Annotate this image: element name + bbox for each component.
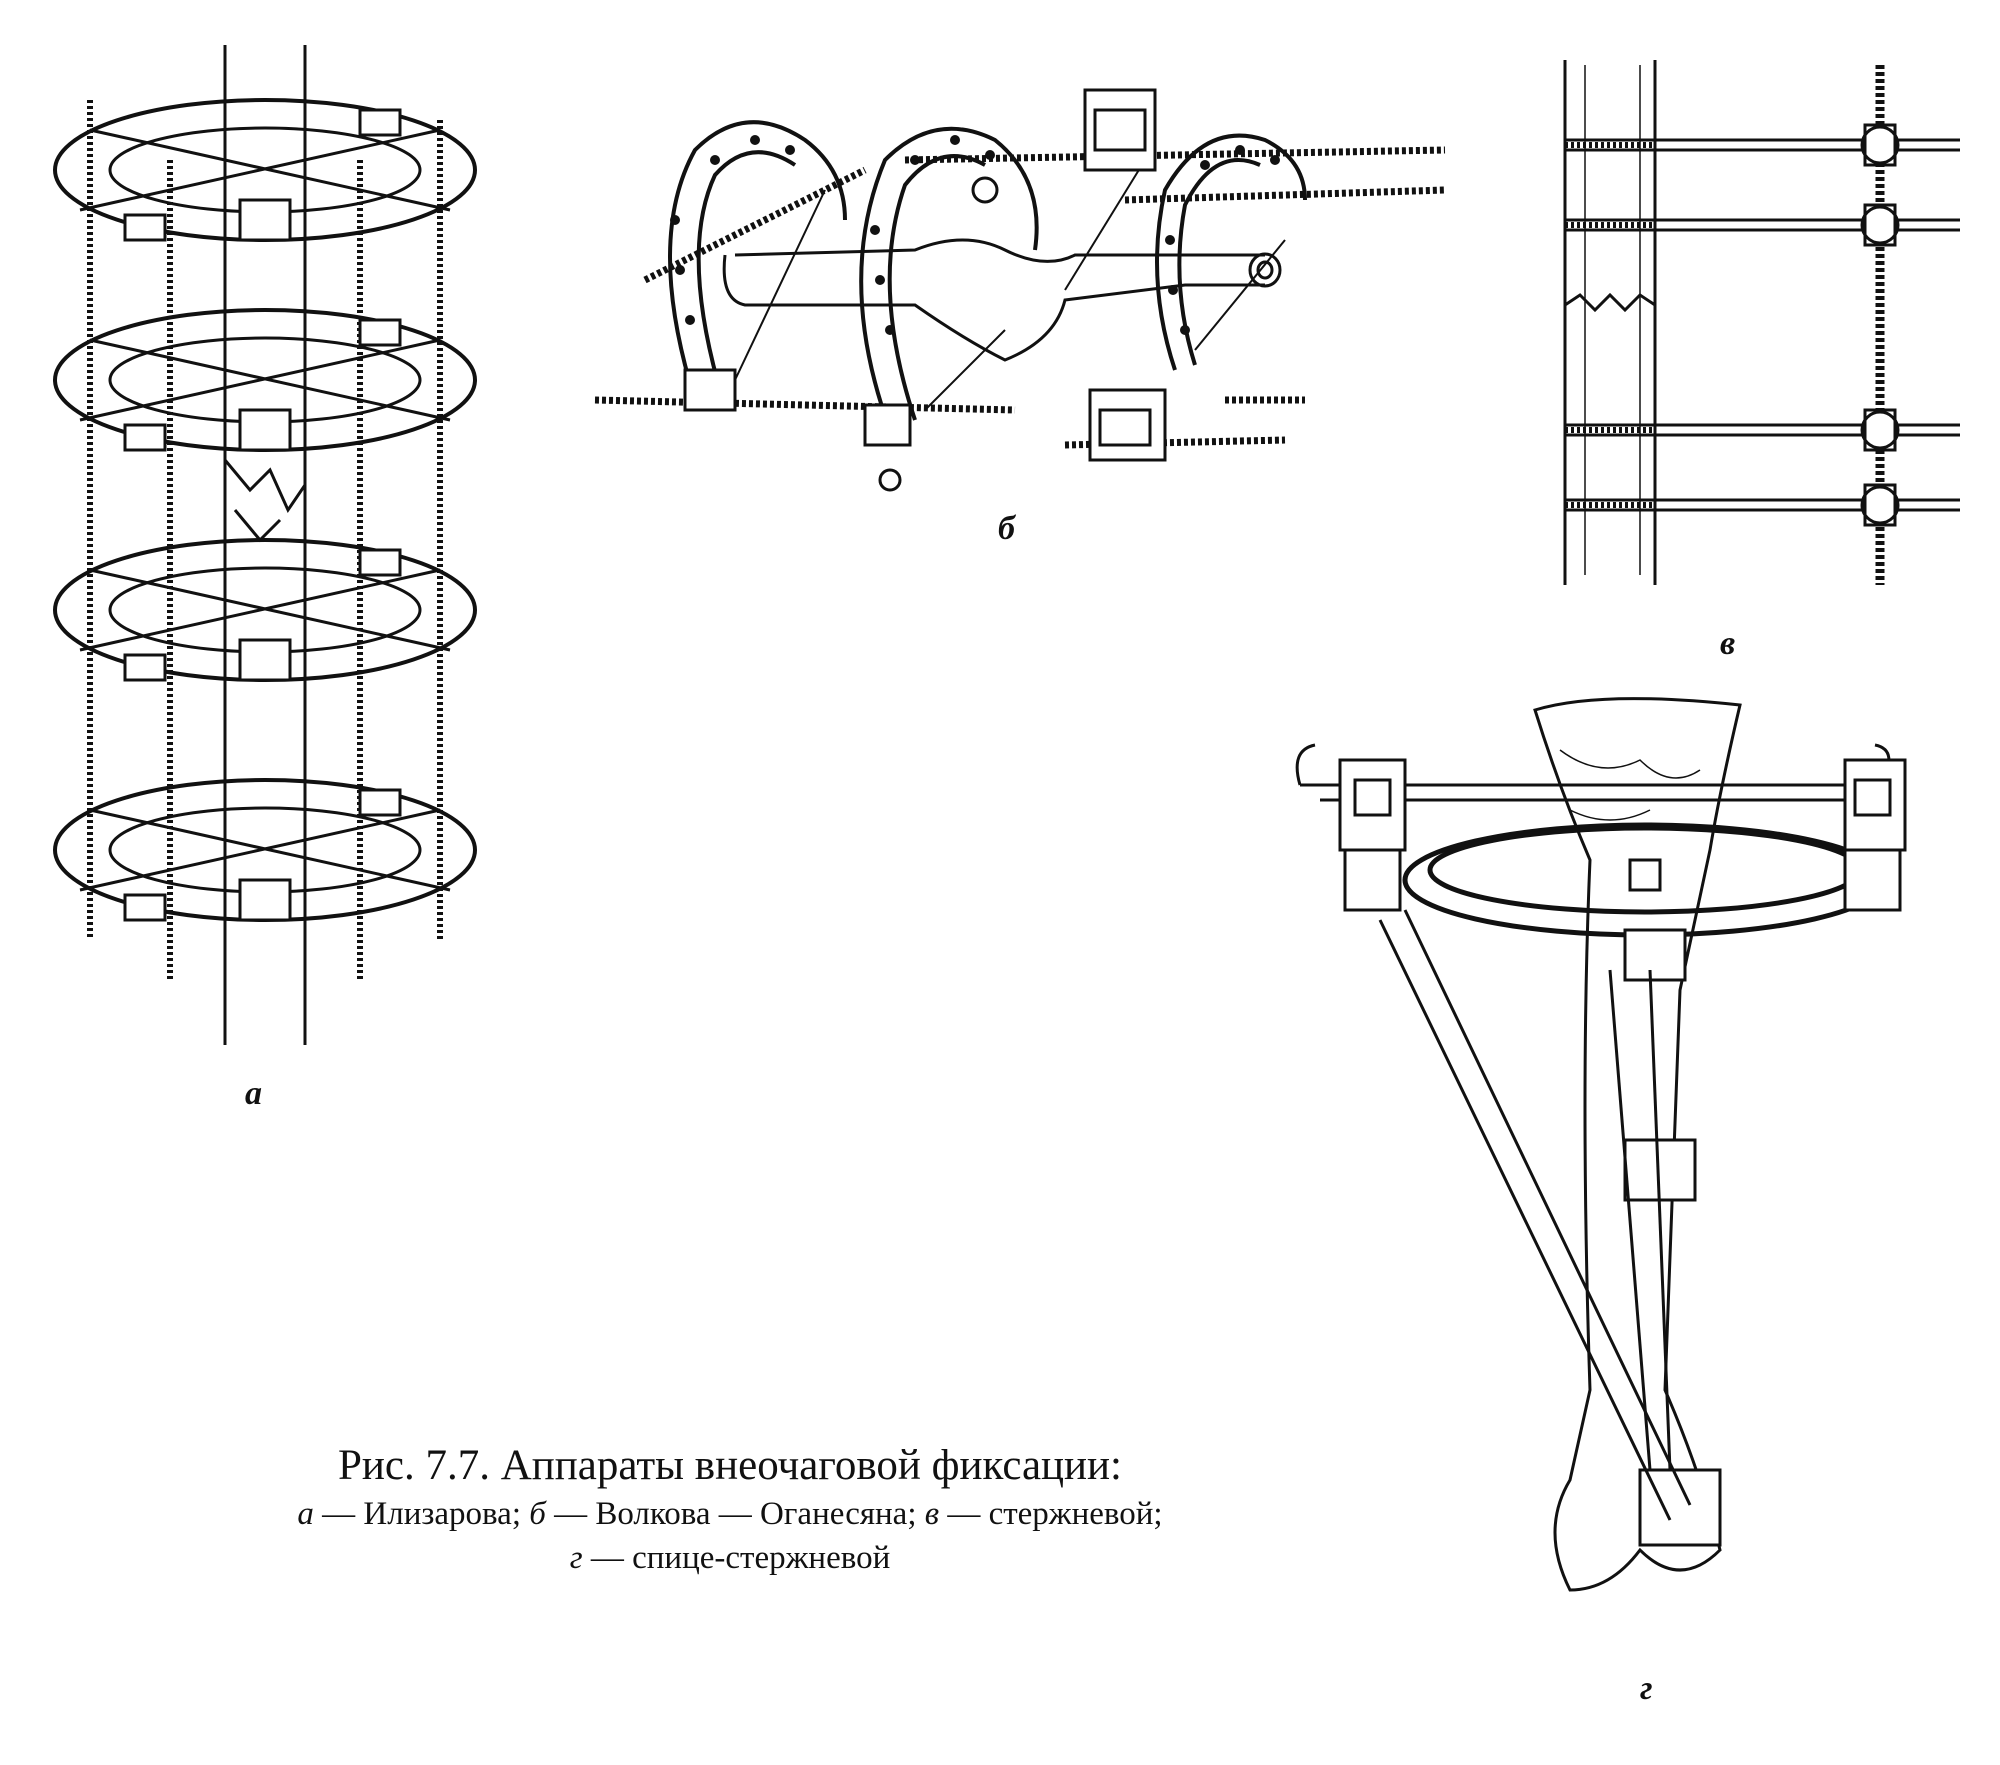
panel-letter-a: а: [245, 1075, 262, 1112]
panel-letter-b: б: [998, 510, 1015, 547]
caption-letter-a: а: [297, 1496, 314, 1532]
arc-2: [859, 126, 1039, 431]
caption-title: Рис. 7.7. Аппараты внеочаговой фиксации:: [337, 1442, 1123, 1489]
caption-line-1: а — Илизарова; б — Волкова — Оганесяна; …: [130, 1492, 1330, 1536]
wire-rod-apparatus-illustration: [1280, 690, 1920, 1640]
caption-letter-v: в: [924, 1496, 940, 1532]
caption-text-b: — Волкова — Оганесяна;: [545, 1496, 925, 1532]
arc-3: [1155, 133, 1307, 371]
caption-letter-b: б: [529, 1496, 546, 1532]
figure-caption: Рис. 7.7. Аппараты внеочаговой фиксации:…: [130, 1440, 1330, 1580]
ilizarov-apparatus-illustration: [20, 40, 490, 1050]
arc-1: [668, 120, 847, 401]
volkov-oganesyan-apparatus-illustration: [585, 40, 1455, 500]
caption-letter-g: г: [569, 1540, 583, 1576]
caption-text-v: — стержневой;: [939, 1496, 1163, 1532]
caption-text-g: — спице-стержневой: [582, 1540, 891, 1576]
rod-apparatus-illustration: [1545, 55, 1965, 595]
pins: [1565, 123, 1960, 527]
panel-letter-g: г: [1640, 1670, 1653, 1707]
caption-line-2: г — спице-стержневой: [130, 1536, 1330, 1580]
ring-4: [53, 778, 477, 922]
tibia-bone: [1533, 697, 1742, 1592]
bone-segment: [722, 238, 1282, 362]
caption-text-a: — Илизарова;: [313, 1496, 530, 1532]
panel-letter-v: в: [1720, 625, 1736, 662]
